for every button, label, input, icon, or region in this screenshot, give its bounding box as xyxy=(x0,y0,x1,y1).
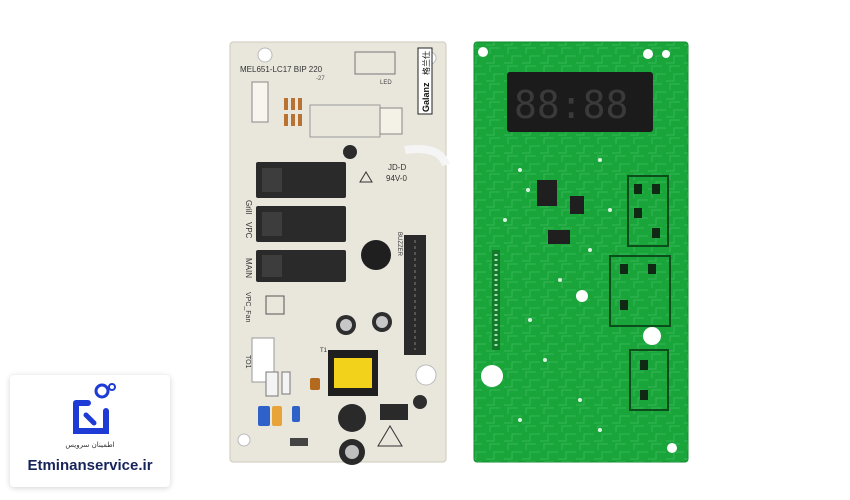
white-pcb: MEL651-LC17 BIP 220 -27 LED Galanz 格兰仕 xyxy=(229,41,450,465)
revision-label: -27 xyxy=(316,76,325,82)
relay-vpc-label: VPC xyxy=(244,222,253,239)
side-connector xyxy=(251,81,269,123)
relay-main xyxy=(256,250,346,282)
led-display: 88:88 xyxy=(507,72,653,132)
small-capacitor xyxy=(343,145,357,159)
mounting-hole xyxy=(237,433,251,447)
ic-chip xyxy=(537,180,557,206)
logo-persian-text: اطمینان سرویس xyxy=(65,441,115,449)
brand-mark: Galanz 格兰仕 xyxy=(417,47,433,115)
ic-chip xyxy=(570,196,584,214)
mounting-hole xyxy=(478,47,488,57)
relay-footprints xyxy=(609,175,671,411)
t1-label: T1 xyxy=(320,348,328,354)
resistor-array xyxy=(284,98,302,126)
header-pin-row xyxy=(492,250,500,350)
led-label: LED xyxy=(380,80,392,86)
small-connector xyxy=(379,107,403,135)
mounting-hole xyxy=(481,365,503,387)
mounting-hole xyxy=(643,327,661,345)
watermark-logo: اطمینان سرویس Etminanservice.ir xyxy=(10,375,170,487)
buzzer xyxy=(361,240,391,270)
mounting-hole xyxy=(643,49,653,59)
led-connector xyxy=(354,51,396,75)
fan-label: VPC_Fan xyxy=(244,292,251,322)
varistor xyxy=(310,378,320,390)
relay-vpc xyxy=(256,206,346,242)
warning-triangle xyxy=(359,171,373,183)
logo-site-text: Etminanservice.ir xyxy=(27,457,153,474)
blue-capacitor xyxy=(258,406,270,426)
solder-points xyxy=(503,158,612,432)
transformer xyxy=(328,350,378,396)
wire-lead xyxy=(404,145,450,167)
ic-chip xyxy=(380,404,408,420)
danger-triangle xyxy=(377,425,403,447)
flammability-label: 94V-0 xyxy=(386,174,407,183)
cert-label: JD-D xyxy=(388,163,406,172)
large-capacitor xyxy=(338,404,366,432)
mounting-hole xyxy=(257,47,273,63)
buzzer-label: BUZZER xyxy=(396,232,402,257)
brand-cjk: 格兰仕 xyxy=(421,51,431,75)
relay-main-label: MAIN xyxy=(244,258,253,278)
mounting-hole xyxy=(415,364,437,386)
model-label: MEL651-LC17 BIP 220 xyxy=(240,65,323,74)
fan-connector-outline xyxy=(265,295,285,315)
orange-capacitor xyxy=(272,406,282,426)
thermal-fuse-block xyxy=(251,337,275,383)
brand-latin: Galanz xyxy=(421,82,431,112)
display-digits: 88:88 xyxy=(514,83,628,127)
relay-grill xyxy=(256,162,346,198)
green-pcb: 88:88 xyxy=(473,41,689,463)
to1-label: TO1 xyxy=(244,355,251,369)
logo-mark-icon xyxy=(73,383,116,434)
relay-grill-label: Grill xyxy=(244,200,253,214)
